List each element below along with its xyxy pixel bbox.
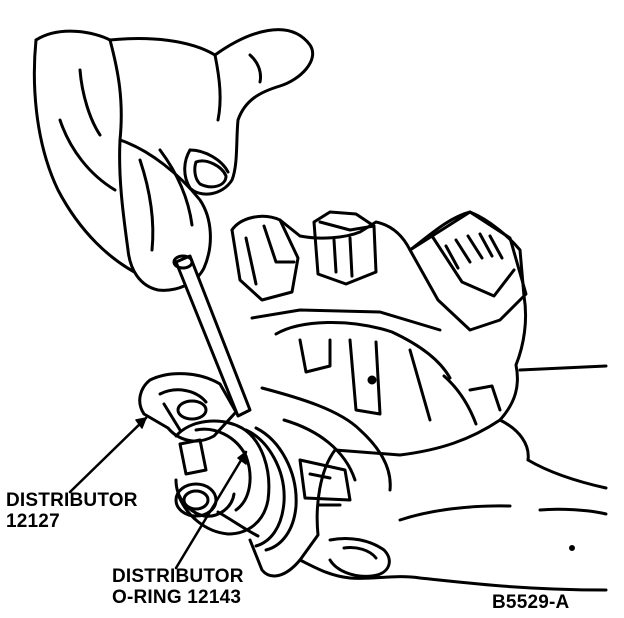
- distributor-callout-label: DISTRIBUTOR 12127: [6, 490, 138, 532]
- o-ring: [244, 426, 298, 552]
- oring-leader-line: [174, 450, 248, 570]
- distributor-leader-arrow: [135, 417, 147, 429]
- mounting-flange: [138, 372, 238, 443]
- oring-callout-part-number: O-RING 12143: [112, 587, 242, 608]
- distributor-callout-part-number: 12127: [6, 511, 60, 532]
- distributor-leader-line: [68, 416, 148, 494]
- screwdriver-shaft: [172, 254, 252, 418]
- lower-hand: [298, 364, 608, 592]
- oring-leader-arrow: [237, 451, 247, 465]
- oring-callout-label: DISTRIBUTOR O-RING 12143: [112, 566, 244, 608]
- distributor-body: [230, 210, 530, 578]
- figure-code: B5529-A: [492, 592, 570, 613]
- upper-hand: [32, 28, 315, 277]
- distributor-callout-name: DISTRIBUTOR: [6, 490, 138, 511]
- distributor-shaft: [174, 419, 271, 538]
- oring-callout-name: DISTRIBUTOR: [112, 566, 244, 587]
